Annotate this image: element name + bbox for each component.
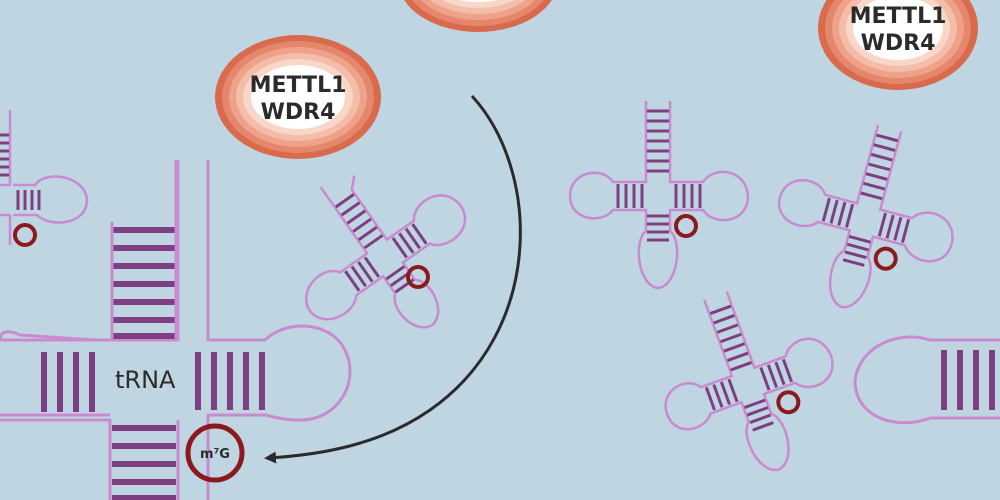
enzyme-name-line1: METTL1 — [850, 4, 947, 29]
trna-small — [305, 175, 467, 329]
trna-large: tRNA m⁷G — [0, 160, 352, 500]
enzyme-name-line1: METTL1 — [250, 73, 347, 98]
trna-t-stem — [195, 352, 265, 410]
enzyme-name-line2: WDR4 — [261, 100, 336, 125]
trna-small — [664, 291, 834, 471]
trna-d-stem — [41, 352, 95, 412]
trna-anticodon-stem — [112, 425, 176, 500]
modification-ring-icon — [776, 390, 801, 415]
trna-small — [568, 101, 750, 290]
modification-ring-icon — [674, 214, 698, 238]
enzyme-complex: METTL1 WDR4 — [215, 35, 381, 159]
modification-ring-icon — [406, 265, 430, 289]
modification-ring-icon — [873, 246, 898, 271]
trna-partial — [853, 335, 1000, 425]
trna-left-arm-loop — [0, 338, 110, 417]
modification-ring-icon — [185, 423, 245, 483]
trna-label: tRNA — [115, 366, 176, 394]
curved-arrow-icon — [264, 94, 522, 464]
modification-ring-icon — [13, 223, 37, 247]
trna-small — [0, 110, 89, 247]
modification-label: m⁷G — [200, 447, 230, 462]
trna-small — [777, 124, 954, 309]
trna-acceptor-stem — [112, 227, 176, 339]
enzyme-complex: METTL1 WDR4 — [818, 0, 978, 90]
enzyme-complex-partial — [404, 0, 552, 32]
enzyme-name-line2: WDR4 — [861, 31, 936, 56]
